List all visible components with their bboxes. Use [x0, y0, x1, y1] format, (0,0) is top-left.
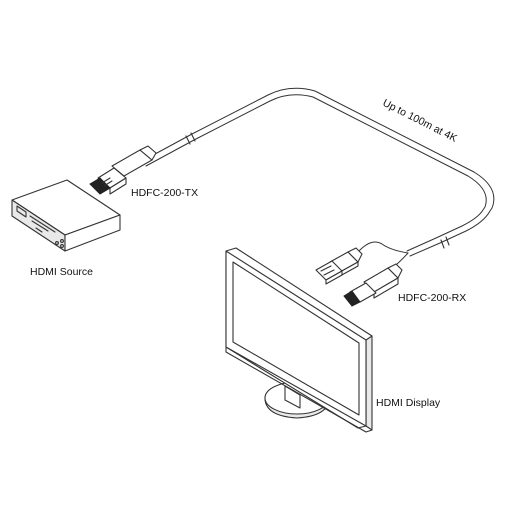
- cable-clip-rx: [440, 236, 450, 249]
- source-disc-slot: [29, 215, 56, 233]
- cable-clip-tx: [185, 132, 196, 145]
- hdmi-source-device: [11, 179, 121, 252]
- rx-hdmi-connector: [343, 263, 403, 307]
- source-display-slot: [16, 205, 27, 218]
- tx-label: HDFC-200-TX: [131, 187, 198, 199]
- source-label: HDMI Source: [30, 266, 93, 278]
- tx-dongle: [89, 145, 157, 195]
- display-label: HDMI Display: [376, 397, 441, 409]
- rx-label: HDFC-200-RX: [398, 292, 466, 304]
- fiber-cable: [143, 87, 495, 257]
- hdmi-display-monitor: [225, 247, 373, 433]
- rx-usb-connector: [315, 247, 363, 285]
